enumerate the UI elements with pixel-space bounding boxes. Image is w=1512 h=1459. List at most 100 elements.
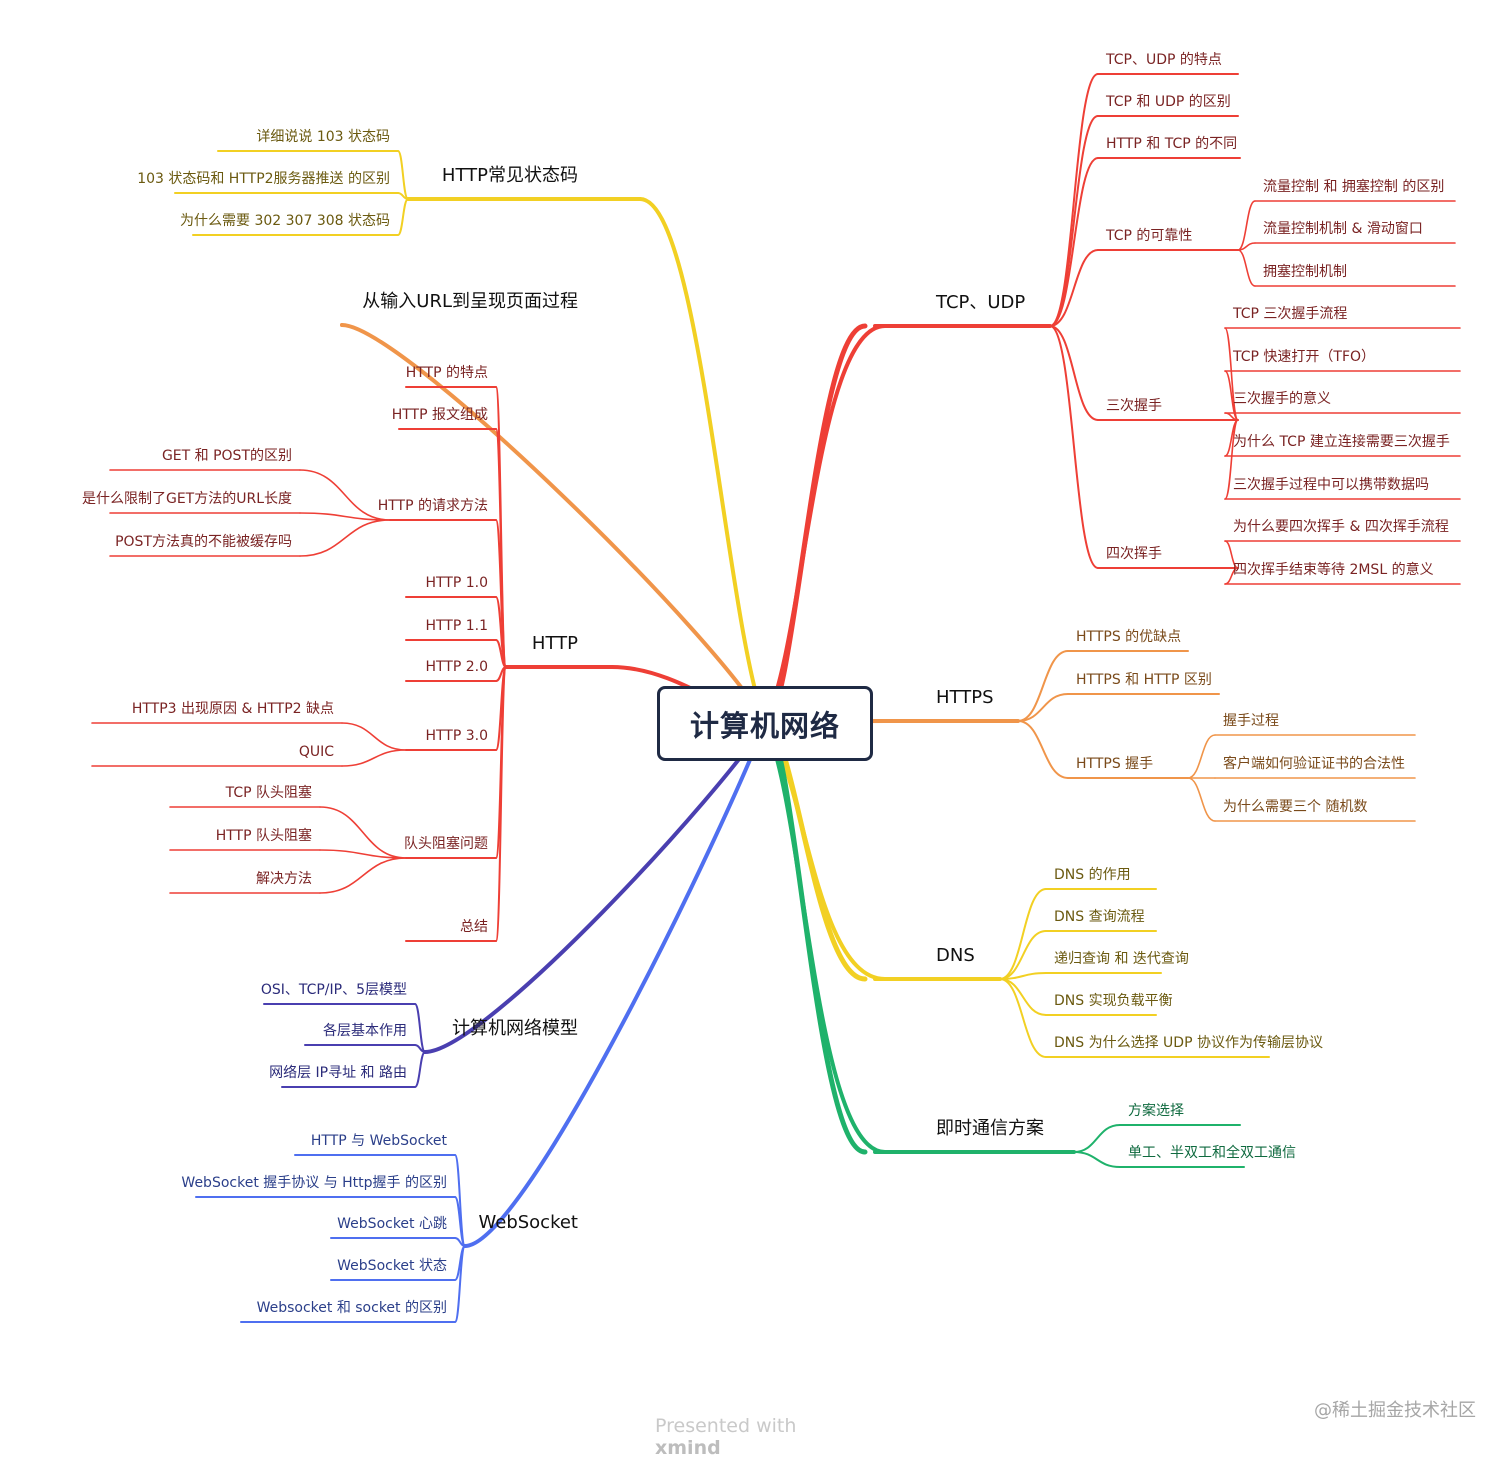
- grandchild-label[interactable]: 客户端如何验证证书的合法性: [1223, 755, 1405, 772]
- child-label[interactable]: HTTP 2.0: [425, 659, 488, 675]
- child-connector: [495, 639, 507, 668]
- grandchild-label[interactable]: 四次挥手结束等待 2MSL 的意义: [1233, 561, 1434, 578]
- child-label[interactable]: 递归查询 和 迭代查询: [1054, 950, 1189, 967]
- grandchild-connector: [1187, 777, 1216, 822]
- child-label[interactable]: 为什么需要 302 307 308 状态码: [180, 213, 390, 229]
- main-curve: [763, 721, 887, 1154]
- child-label[interactable]: HTTPS 握手: [1076, 756, 1153, 772]
- child-label[interactable]: WebSocket 握手协议 与 Http握手 的区别: [181, 1175, 447, 1191]
- child-label[interactable]: 详细说说 103 状态码: [256, 129, 390, 145]
- child-connector: [414, 1003, 426, 1053]
- grandchild-connector: [1237, 249, 1256, 287]
- grandchild-label[interactable]: 拥塞控制机制: [1263, 263, 1347, 280]
- child-connector: [1049, 325, 1099, 569]
- grandchild-label[interactable]: TCP 三次握手流程: [1232, 306, 1347, 322]
- branch-label[interactable]: HTTP常见状态码: [442, 165, 578, 186]
- grandchild-label[interactable]: HTTP3 出现原因 & HTTP2 缺点: [132, 701, 334, 717]
- child-label[interactable]: 四次挥手: [1106, 546, 1162, 562]
- child-label[interactable]: HTTP 与 WebSocket: [311, 1133, 448, 1149]
- child-label[interactable]: TCP 和 UDP 的区别: [1105, 94, 1231, 110]
- grandchild-label[interactable]: 解决方法: [256, 871, 312, 887]
- child-label[interactable]: Websocket 和 socket 的区别: [257, 1300, 447, 1316]
- footer-credit: Presented with xmind: [655, 1415, 865, 1459]
- child-label[interactable]: DNS 为什么选择 UDP 协议作为传输层协议: [1054, 1035, 1323, 1051]
- child-connector: [1049, 157, 1099, 327]
- branch-label[interactable]: 从输入URL到呈现页面过程: [362, 291, 578, 312]
- grandchild-label[interactable]: HTTP 队头阻塞: [216, 827, 312, 844]
- grandchild-label[interactable]: TCP 队头阻塞: [225, 784, 312, 801]
- child-connector: [414, 1051, 426, 1088]
- grandchild-label[interactable]: 三次握手过程中可以携带数据吗: [1233, 477, 1429, 493]
- grandchild-label[interactable]: 流量控制 和 拥塞控制 的区别: [1263, 178, 1444, 195]
- main-connector: [762, 720, 868, 1155]
- branch-label[interactable]: 即时通信方案: [936, 1118, 1044, 1139]
- child-label[interactable]: HTTP 和 TCP 的不同: [1106, 136, 1237, 152]
- grandchild-label[interactable]: GET 和 POST的区别: [162, 448, 292, 464]
- grandchild-connector: [1224, 370, 1239, 421]
- child-label[interactable]: WebSocket 状态: [337, 1258, 447, 1274]
- child-label[interactable]: HTTP 报文组成: [392, 407, 488, 423]
- child-connector: [999, 978, 1047, 1016]
- child-label[interactable]: 总结: [460, 919, 488, 935]
- child-label[interactable]: HTTP 的请求方法: [378, 498, 488, 514]
- child-label[interactable]: OSI、TCP/IP、5层模型: [261, 982, 407, 998]
- child-label[interactable]: 队头阻塞问题: [404, 835, 488, 852]
- child-label[interactable]: 方案选择: [1128, 1102, 1184, 1119]
- child-label[interactable]: 单工、半双工和全双工通信: [1128, 1144, 1296, 1161]
- branch-label[interactable]: HTTP: [532, 633, 578, 654]
- branch-label[interactable]: 计算机网络模型: [452, 1018, 578, 1039]
- branch-label[interactable]: HTTPS: [936, 687, 994, 708]
- child-label[interactable]: HTTP 3.0: [425, 728, 488, 744]
- child-label[interactable]: 三次握手: [1106, 398, 1162, 414]
- child-label[interactable]: HTTP 1.0: [425, 575, 488, 591]
- child-label[interactable]: DNS 查询流程: [1054, 909, 1145, 925]
- watermark: @稀土掘金技术社区: [1314, 1400, 1476, 1421]
- child-connector: [1049, 325, 1099, 421]
- child-label[interactable]: 各层基本作用: [323, 1022, 407, 1039]
- xmind-logo: xmind: [655, 1437, 721, 1459]
- central-topic[interactable]: 计算机网络: [657, 686, 873, 761]
- branch-4: HTTP常见状态码 详细说说 103 状态码 103 状态码和 HTTP2服务器推送…: [137, 129, 767, 725]
- child-label[interactable]: 网络层 IP寻址 和 路由: [269, 1065, 407, 1081]
- child-connector: [454, 1245, 466, 1323]
- child-label[interactable]: 103 状态码和 HTTP2服务器推送 的区别: [137, 171, 390, 187]
- child-connector: [397, 198, 409, 236]
- grandchild-connector: [319, 806, 407, 859]
- child-label[interactable]: TCP、UDP 的特点: [1105, 52, 1222, 68]
- grandchild-label[interactable]: QUIC: [299, 744, 334, 760]
- grandchild-label[interactable]: 三次握手的意义: [1233, 390, 1331, 407]
- grandchild-label[interactable]: 流量控制机制 & 滑动窗口: [1263, 220, 1423, 237]
- main-curve: [340, 323, 767, 725]
- grandchild-label[interactable]: 为什么要四次挥手 & 四次挥手流程: [1233, 519, 1449, 535]
- child-label[interactable]: HTTPS 和 HTTP 区别: [1076, 672, 1212, 688]
- child-label[interactable]: HTTP 的特点: [406, 365, 488, 381]
- branch-label[interactable]: WebSocket: [479, 1212, 579, 1233]
- child-label[interactable]: DNS 实现负载平衡: [1054, 993, 1173, 1009]
- grandchild-connector: [1224, 419, 1239, 500]
- grandchild-connector: [1237, 200, 1256, 251]
- grandchild-label[interactable]: 握手过程: [1223, 713, 1279, 729]
- grandchild-label[interactable]: 为什么需要三个 随机数: [1223, 799, 1367, 815]
- child-label[interactable]: HTTP 1.1: [425, 618, 488, 634]
- branch-label[interactable]: DNS: [936, 945, 975, 966]
- child-label[interactable]: TCP 的可靠性: [1105, 228, 1192, 244]
- branch-label[interactable]: TCP、UDP: [935, 292, 1025, 313]
- child-label[interactable]: WebSocket 心跳: [337, 1216, 447, 1232]
- footer-prefix: Presented with: [655, 1415, 797, 1437]
- grandchild-label[interactable]: POST方法真的不能被缓存吗: [115, 534, 292, 550]
- grandchild-connector: [299, 512, 391, 521]
- child-label[interactable]: HTTPS 的优缺点: [1076, 629, 1181, 645]
- grandchild-label[interactable]: 是什么限制了GET方法的URL长度: [82, 491, 292, 507]
- child-label[interactable]: DNS 的作用: [1054, 867, 1131, 883]
- grandchild-label[interactable]: 为什么 TCP 建立连接需要三次握手: [1233, 433, 1450, 450]
- child-connector: [1017, 650, 1069, 722]
- grandchild-label[interactable]: TCP 快速打开（TFO）: [1232, 348, 1375, 365]
- child-connector: [999, 888, 1047, 980]
- grandchild-connector: [341, 749, 407, 767]
- main-connector: [762, 323, 868, 726]
